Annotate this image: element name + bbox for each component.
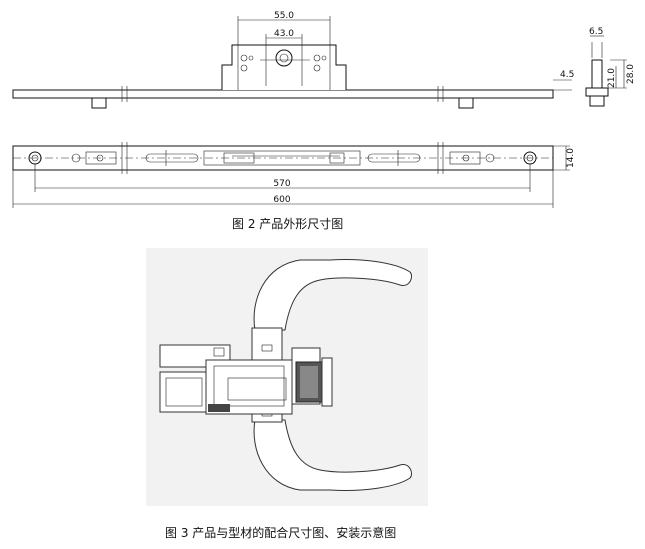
side-view: 55.0 43.0 4.5 <box>12 11 574 109</box>
dim-43: 43.0 <box>274 29 294 39</box>
figure-2-caption: 图 2 产品外形尺寸图 <box>232 217 343 231</box>
dim-14: 14.0 <box>566 148 576 168</box>
dim-21: 21.0 <box>607 68 617 88</box>
dim-600: 600 <box>273 195 290 205</box>
plan-view: 14.0 570 600 <box>12 142 576 208</box>
dim-4-5: 4.5 <box>560 70 574 80</box>
figure-3-caption: 图 3 产品与型材的配合尺寸图、安装示意图 <box>165 525 396 540</box>
dim-28: 28.0 <box>626 64 636 84</box>
assembly-drawing <box>146 248 428 506</box>
dim-55: 55.0 <box>274 11 294 21</box>
dim-6-5: 6.5 <box>589 27 603 37</box>
end-profile: 6.5 21.0 28.0 <box>585 27 636 107</box>
dim-570: 570 <box>273 179 290 189</box>
